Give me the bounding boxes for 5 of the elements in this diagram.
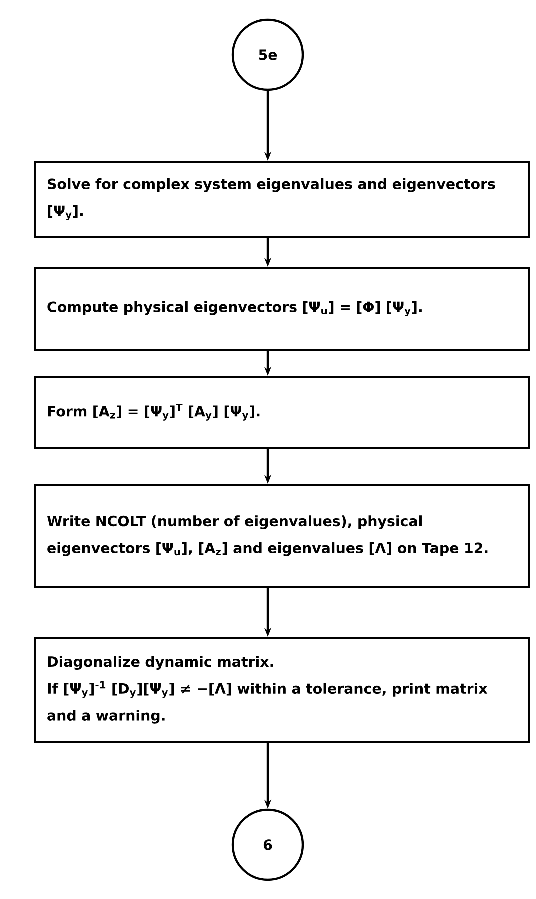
process-box: Diagonalize dynamic matrix. If [Ψ$_{y}$]$^{-1}$ [D$_{y}$][Ψ$_{y}$] ≠ −[Λ] within a tolerance, print matrix and a warning. [34, 637, 530, 743]
process-box: Solve for complex system eigenvalues and eigenvectors [Ψ$_{y}$]. [34, 161, 530, 238]
process-box: Write NCOLT (number of eigenvalues), physical eigenvectors [Ψ$_{u}$], [A$_{z}$] and eigenvalues [Λ] on Tape 12. [34, 484, 530, 588]
process-box: Compute physical eigenvectors [Ψ$_{u}$] = [Φ] [Ψ$_{y}$]. [34, 267, 530, 351]
process-box: Form [A$_{z}$] = [Ψ$_{y}$]$^{T}$ [A$_{y}$] [Ψ$_{y}$]. [34, 376, 530, 449]
